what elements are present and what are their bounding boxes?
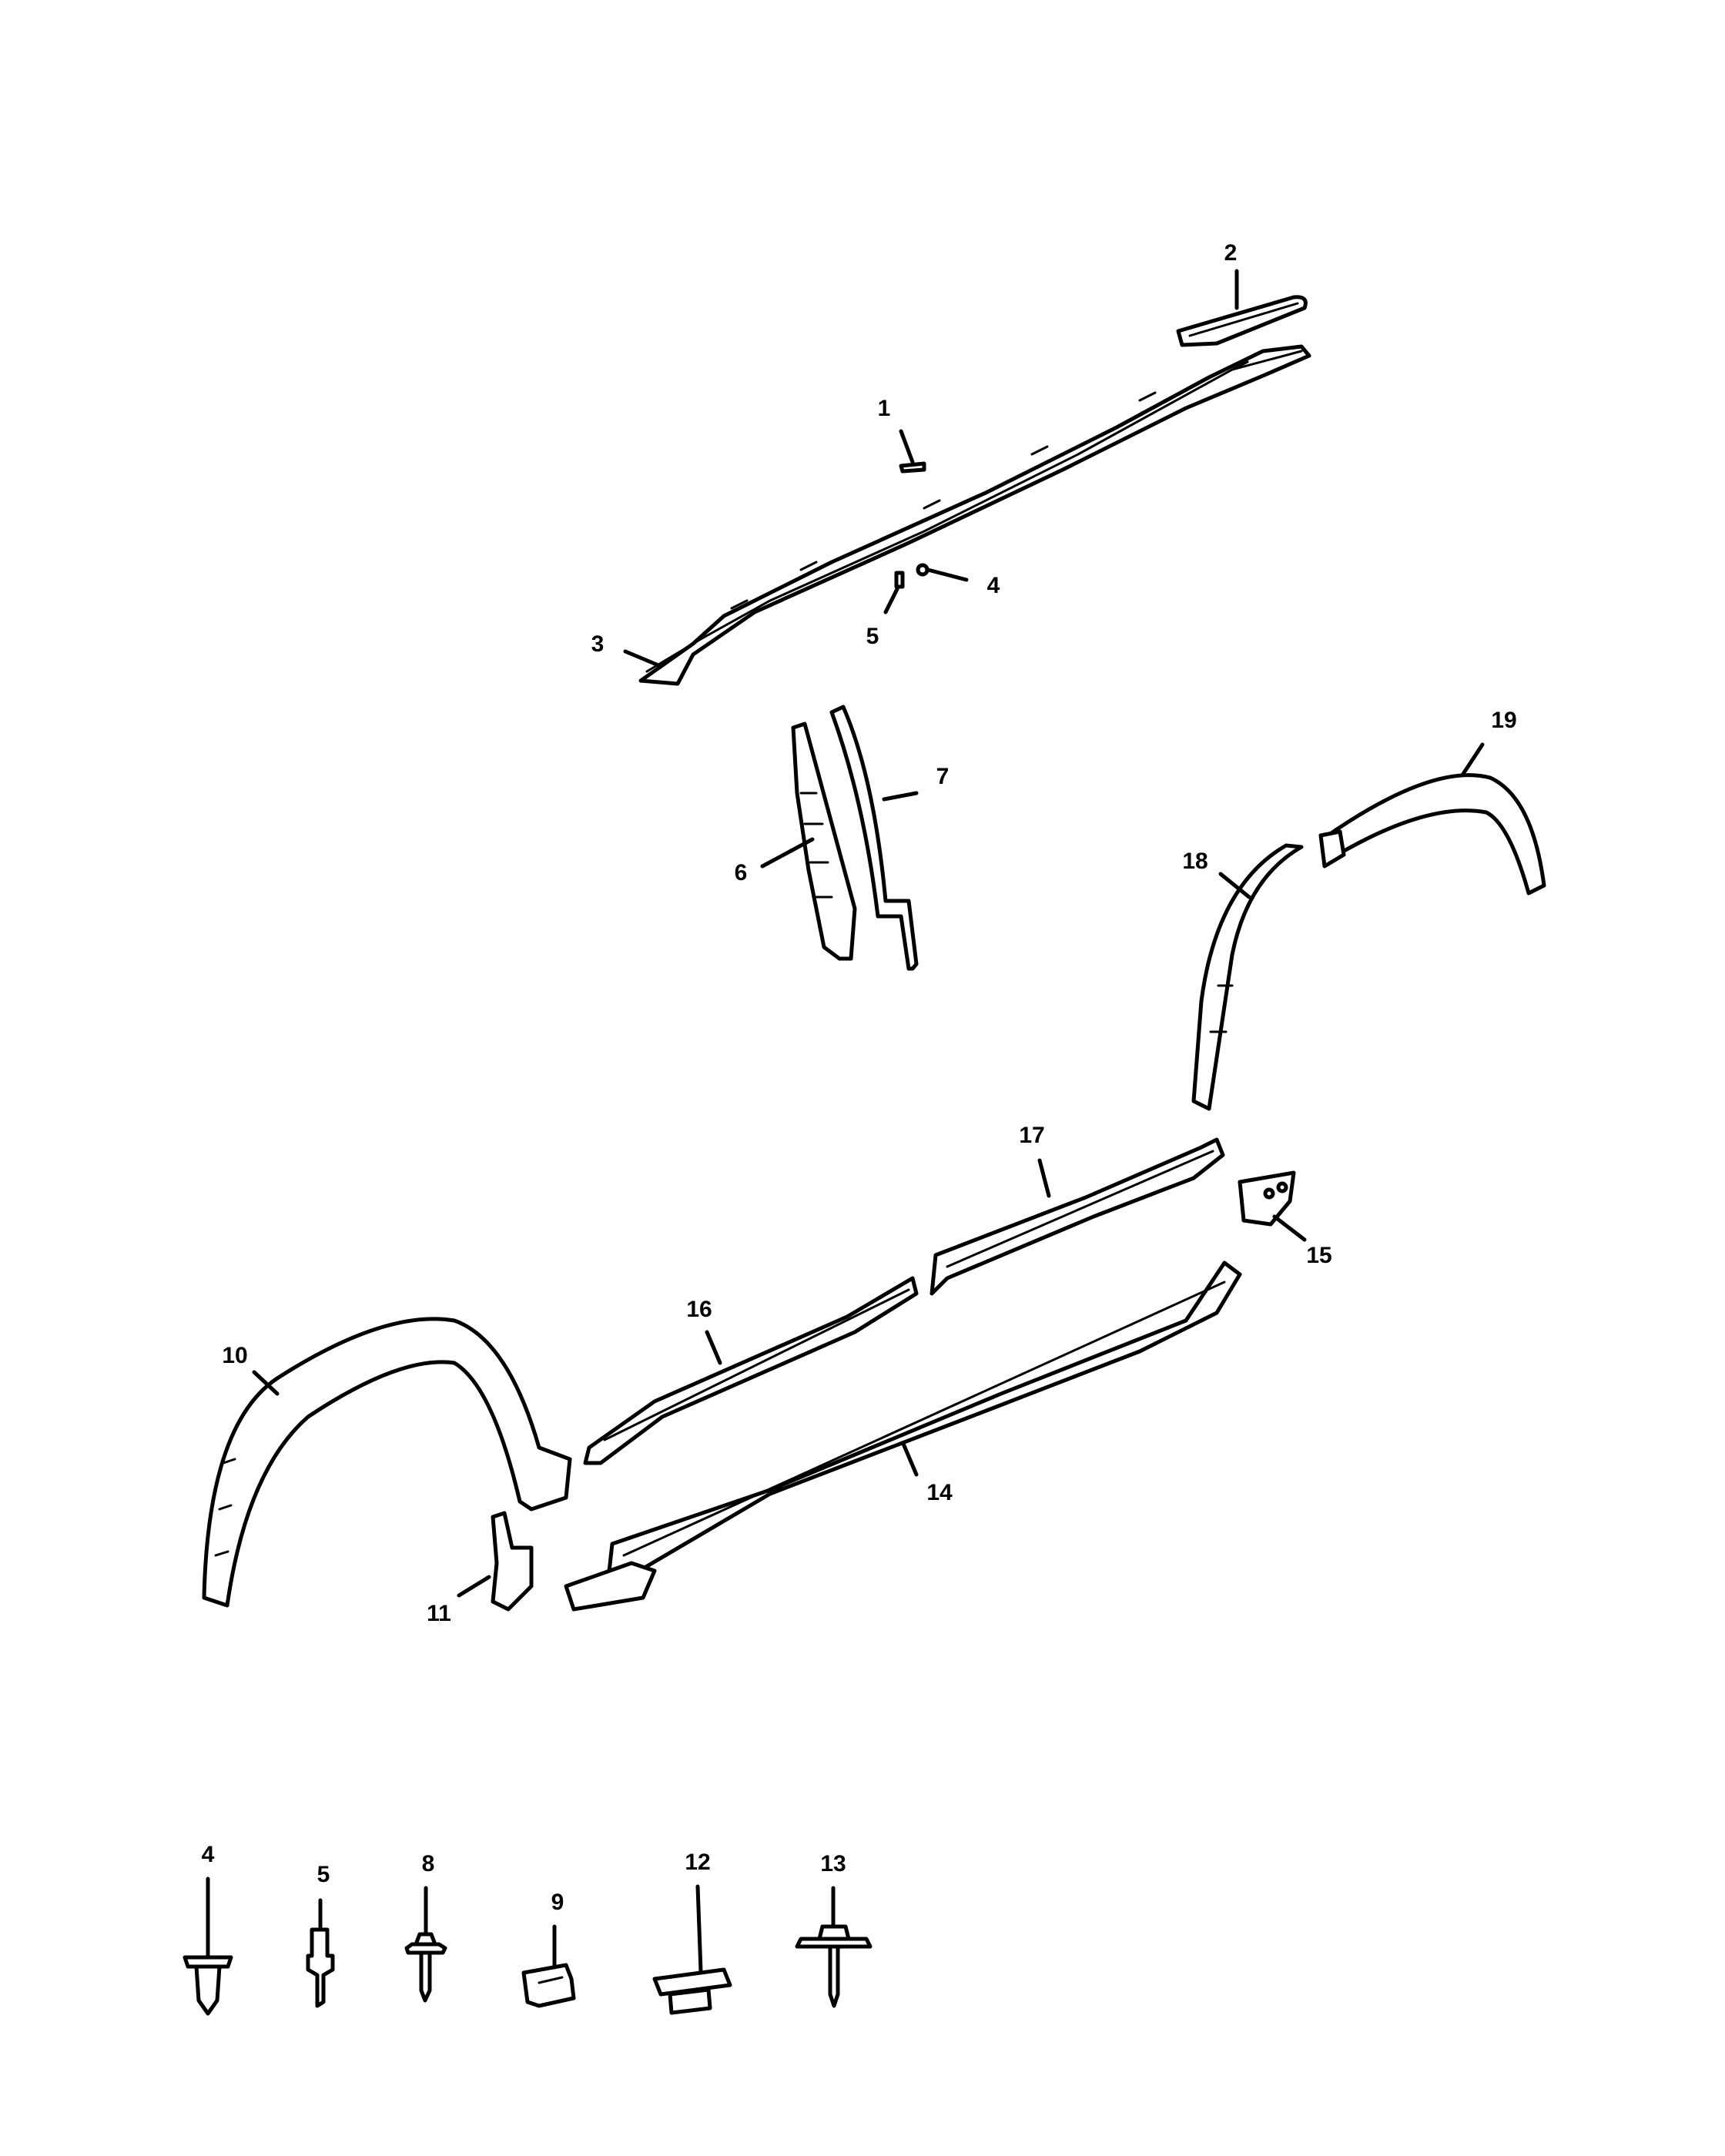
part-1-clip [899,461,926,474]
callout-1: 1 [878,396,891,421]
part-18-front-flare-trim [1191,843,1304,1111]
callout-10: 10 [222,1343,247,1368]
callout-19: 19 [1491,708,1516,733]
legend-label-4: 4 [202,1842,215,1867]
legend-fastener-13 [795,1924,873,2008]
legend-fastener-9 [521,1963,576,2008]
part-3-roof-rail [638,344,1311,686]
callout-4: 4 [987,573,1000,598]
callout-18: 18 [1182,849,1208,874]
legend-fastener-5 [306,1927,335,2008]
callout-3: 3 [591,631,605,657]
callout-2: 2 [1224,240,1238,266]
callout-14: 14 [926,1480,953,1505]
part-7-pillar-applique [829,705,919,971]
part-4-push-pin [916,563,929,577]
callout-16: 16 [686,1297,712,1322]
legend-label-13: 13 [820,1851,846,1876]
leader-lines [206,269,1485,1974]
callout-15: 15 [1306,1243,1331,1268]
callout-17: 17 [1019,1123,1044,1148]
legend-fastener-12 [652,1967,732,2015]
part-19-front-wheel-flare [1318,773,1546,896]
legend-fastener-4 [183,1955,233,2016]
callout-5: 5 [866,624,879,649]
part-2-roof-rail-end-cap [1176,295,1308,347]
callout-11: 11 [427,1601,451,1626]
legend-fastener-8 [404,1932,447,2003]
fastener-legend-labels: 4 5 8 9 12 13 [202,1842,846,1915]
callout-6: 6 [735,860,748,886]
part-5-clip [894,571,905,589]
callout-labels: 1 2 3 4 5 6 7 19 18 17 15 16 14 10 11 [222,240,1516,1626]
callout-7: 7 [936,764,950,789]
legend-label-12: 12 [685,1850,710,1875]
legend-label-8: 8 [422,1851,435,1876]
part-16-rear-door-cladding [583,1276,919,1465]
part-11-flare-bracket [491,1511,534,1612]
part-15-rocker-end-cap [1238,1170,1296,1227]
part-6-pillar-bracket [791,721,857,961]
legend-label-5: 5 [317,1862,330,1887]
part-14-rocker-panel [564,1260,1242,1612]
part-10-rear-wheel-flare [202,1317,572,1608]
legend-label-9: 9 [551,1890,564,1915]
part-17-front-door-cladding [929,1137,1225,1296]
